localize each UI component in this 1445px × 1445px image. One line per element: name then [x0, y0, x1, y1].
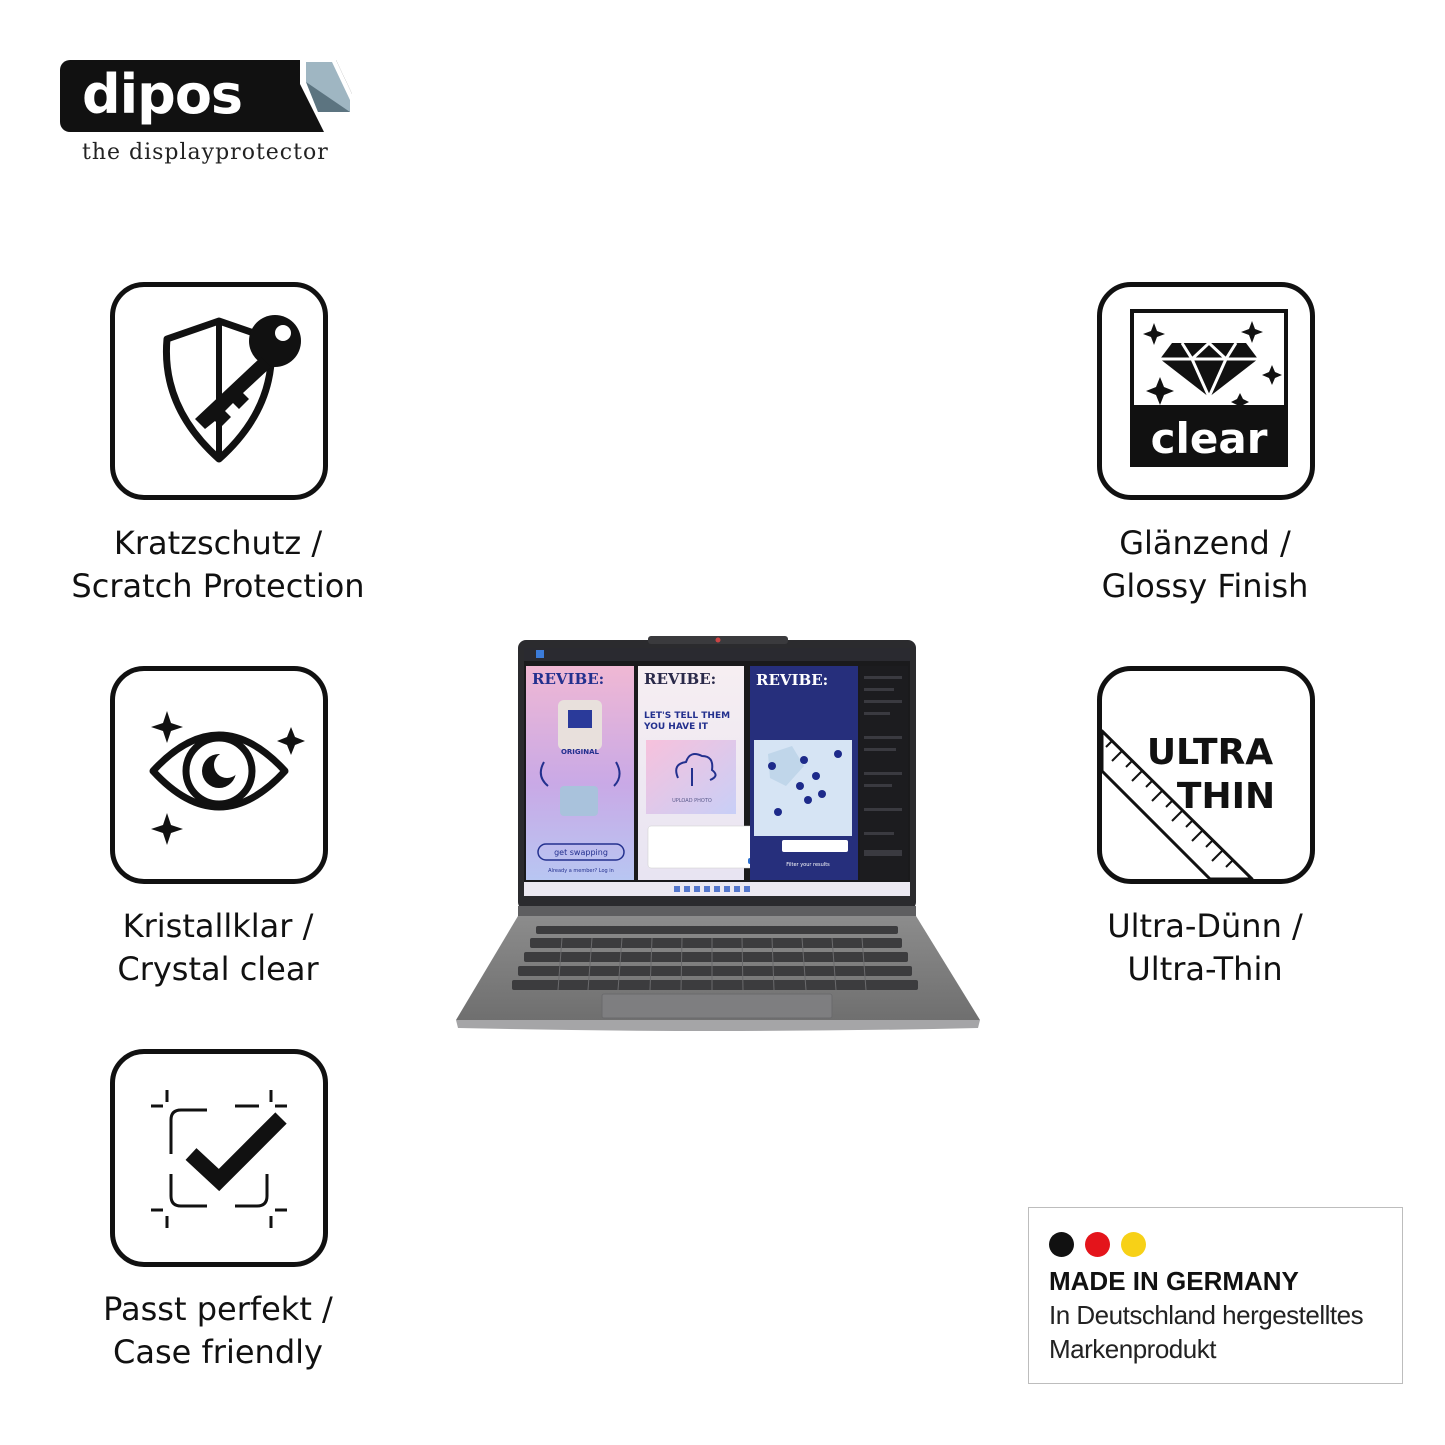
screen-upload-label: UPLOAD PHOTO — [672, 798, 712, 804]
feature-caption-clear: Kristallklar / Crystal clear — [117, 907, 319, 988]
frame-check-icon — [151, 1090, 287, 1228]
ruler-ultra-thin-icon: ULTRA THIN — [1102, 729, 1275, 879]
dipos-logo: dipos — [60, 60, 355, 134]
logo-wordmark: dipos — [82, 63, 243, 126]
screen-panel-title-1: REVIBE: — [532, 670, 604, 688]
feature-tile-scratch — [110, 282, 328, 500]
black-dot — [1049, 1232, 1074, 1257]
badge-title: MADE IN GERMANY — [1049, 1266, 1299, 1296]
ultra-label: ULTRA — [1147, 732, 1273, 773]
screen-filter-label: Filter your results — [786, 862, 830, 868]
feature-caption-thin: Ultra-Dünn / Ultra-Thin — [1107, 907, 1303, 988]
diamond-clear-icon: clear — [1130, 309, 1288, 467]
screen-panel-title-2: REVIBE: — [644, 670, 716, 688]
screen-headline-1: LET'S TELL THEM — [644, 711, 730, 721]
brand-tagline: the displayprotector — [82, 140, 329, 165]
eye-sparkle-icon — [149, 711, 305, 845]
shield-key-icon — [162, 315, 301, 463]
made-in-germany-badge: MADE IN GERMANY In Deutschland hergestel… — [1028, 1207, 1403, 1384]
feature-tile-thin: ULTRA THIN — [1097, 666, 1315, 884]
screen-swap-button: get swapping — [554, 848, 608, 857]
feature-tile-clear — [110, 666, 328, 884]
screen-shirt-label: ORIGINAL — [561, 748, 600, 756]
feature-caption-glossy: Glänzend / Glossy Finish — [1101, 524, 1309, 605]
badge-line-1: In Deutschland hergestelltes — [1049, 1300, 1364, 1330]
logo-peel-corner-icon — [300, 60, 354, 132]
screen-login-hint: Already a member? Log in — [548, 868, 614, 874]
feature-tile-case — [110, 1049, 328, 1267]
laptop-product-image: REVIBE: ORIGINAL get swapping Already a … — [456, 636, 980, 1031]
feature-caption-scratch: Kratzschutz / Scratch Protection — [71, 524, 365, 605]
gold-dot — [1121, 1232, 1146, 1257]
badge-line-2: Markenprodukt — [1049, 1334, 1216, 1364]
feature-caption-case: Passt perfekt / Case friendly — [103, 1290, 333, 1371]
red-dot — [1085, 1232, 1110, 1257]
clear-label: clear — [1151, 414, 1268, 463]
thin-label: THIN — [1177, 776, 1275, 817]
feature-tile-glossy: clear — [1097, 282, 1315, 500]
screen-headline-2: YOU HAVE IT — [643, 722, 709, 732]
screen-panel-title-3: REVIBE: — [756, 671, 828, 689]
